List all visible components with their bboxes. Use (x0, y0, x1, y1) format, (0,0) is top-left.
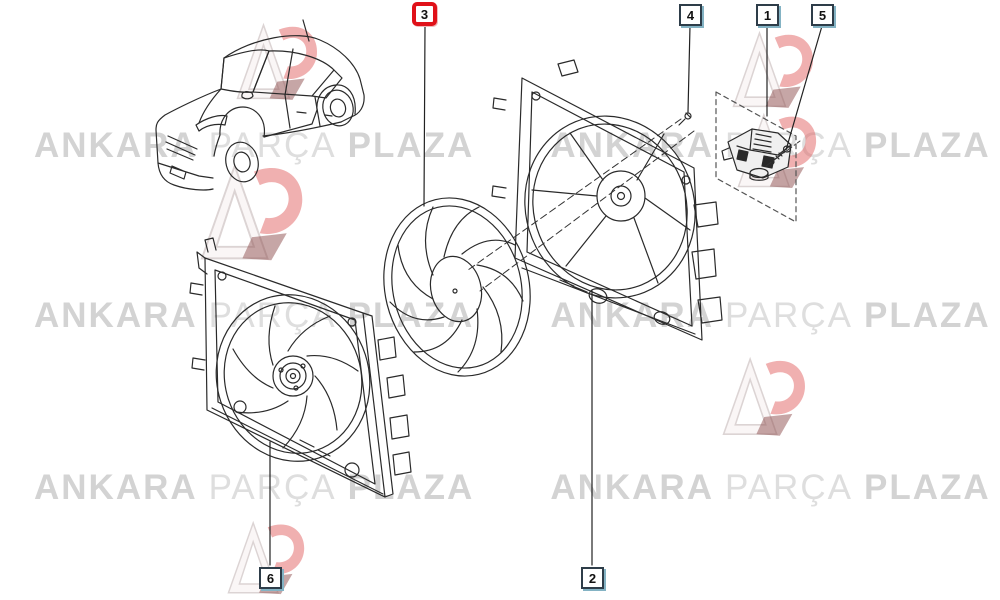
car-headlight (195, 114, 228, 132)
screw-4-drawing (678, 112, 692, 126)
watermark-word: ANKARA (550, 296, 714, 335)
callout-label-1[interactable]: 1 (756, 4, 779, 26)
watermark-word: PLAZA (863, 468, 991, 507)
watermark-word: PLAZA (347, 296, 475, 335)
watermark-word: ANKARA (34, 126, 198, 165)
car-rear-wheel (322, 89, 354, 127)
watermark-word: PARÇA (724, 468, 853, 507)
watermark-word: PLAZA (347, 468, 475, 507)
screw-5-drawing (765, 140, 801, 167)
callout-label-2[interactable]: 2 (581, 567, 604, 589)
leader-line-5 (785, 25, 823, 151)
car-grille (165, 135, 198, 161)
watermark-word: PARÇA (208, 468, 337, 507)
leader-line-4 (687, 25, 691, 113)
control-module-boundary (715, 91, 797, 223)
watermark-word: PLAZA (863, 126, 991, 165)
callout-leader-lines (269, 25, 823, 566)
car-windshield (220, 49, 270, 93)
fan-blade-drawing (383, 197, 531, 377)
leader-line-3 (423, 25, 426, 207)
fan-assembly-drawing (189, 237, 412, 498)
watermark-text-row: ANKARA PARÇA PLAZA ANKARA PARÇA PLAZA (34, 470, 991, 505)
watermark-word: ANKARA (550, 126, 714, 165)
fan-shroud-drawing (491, 59, 723, 341)
car-side-windows (252, 50, 335, 97)
car-mirror (241, 91, 254, 100)
car-front-wheel (225, 141, 259, 183)
car-illustration (155, 19, 365, 191)
watermark-word: PLAZA (347, 126, 475, 165)
fan-control-module-drawing (721, 128, 792, 181)
watermark-word: PARÇA (208, 126, 337, 165)
watermark-word: PARÇA (724, 296, 853, 335)
callout-label-6[interactable]: 6 (259, 567, 282, 589)
watermark-word: ANKARA (34, 296, 198, 335)
assembly-axis-lines (467, 118, 695, 292)
watermark-word: ANKARA (550, 468, 714, 507)
callout-label-3[interactable]: 3 (412, 2, 437, 26)
watermark-word: ANKARA (34, 468, 198, 507)
callout-label-4[interactable]: 4 (679, 4, 702, 26)
callout-label-5[interactable]: 5 (811, 4, 834, 26)
shroud-spokes (531, 132, 691, 284)
watermark-word: PLAZA (863, 296, 991, 335)
car-antenna (302, 19, 310, 42)
